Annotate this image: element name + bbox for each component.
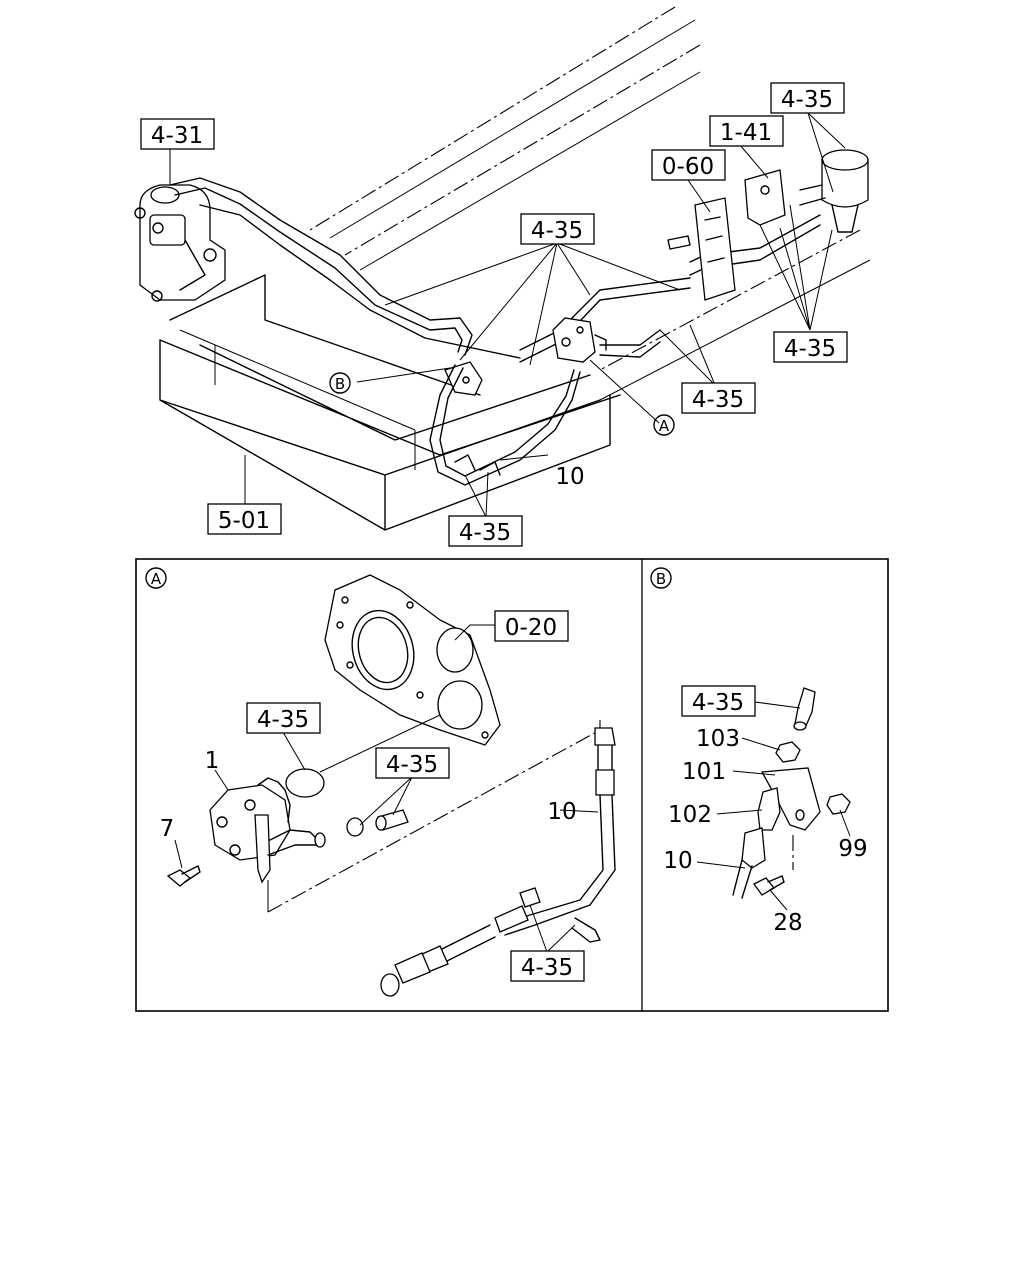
callout-4-35-lower-right: 4-35 [681, 382, 756, 414]
seal [346, 817, 364, 837]
fitting-102 [757, 787, 781, 831]
part-number-102: 102 [668, 802, 712, 828]
svg-text:B: B [656, 570, 666, 588]
part-number-28: 28 [773, 910, 802, 936]
svg-text:4-35: 4-35 [692, 387, 744, 413]
marker-b-overview: B [329, 372, 351, 394]
part-number-7: 7 [160, 816, 175, 842]
callout-1-41: 1-41 [709, 115, 784, 147]
reservoir [799, 149, 869, 233]
pump-overview [552, 317, 607, 363]
nut-99 [826, 793, 851, 815]
svg-text:A: A [151, 570, 162, 588]
bolt-7 [166, 865, 201, 887]
callout-4-35-detail-b: 4-35 [681, 685, 756, 717]
part-number-103: 103 [696, 726, 740, 752]
callout-4-35-pipes: 4-35 [520, 213, 595, 245]
bolt-28 [753, 875, 785, 896]
part-number-1: 1 [205, 748, 220, 774]
pump [209, 777, 326, 884]
svg-text:4-35: 4-35 [521, 955, 573, 981]
cover-plate [324, 574, 501, 746]
flexible-hose [429, 364, 581, 486]
callout-0-60: 0-60 [651, 149, 726, 181]
svg-text:B: B [335, 375, 345, 393]
sleeve [375, 809, 409, 831]
svg-text:4-35: 4-35 [459, 520, 511, 546]
bracket-right [667, 169, 786, 301]
part-number-10-overview: 10 [555, 464, 584, 490]
chassis-frame [159, 274, 621, 531]
callout-4-35-seals: 4-35 [375, 747, 450, 779]
callout-4-35-reservoir: 4-35 [770, 82, 845, 114]
part-number-101: 101 [682, 759, 726, 785]
marker-b-detail: B [650, 567, 672, 589]
detail-b: B [650, 567, 868, 936]
callout-4-35-hose: 4-35 [448, 515, 523, 547]
marker-a-overview: A [653, 414, 675, 436]
callout-4-35-hose-a: 4-35 [510, 950, 585, 982]
part-number-10-detail-a: 10 [547, 799, 576, 825]
o-ring [285, 768, 325, 798]
svg-text:0-60: 0-60 [662, 154, 714, 180]
hose-detail-a [380, 727, 616, 997]
callout-4-31: 4-31 [140, 118, 215, 150]
svg-text:4-35: 4-35 [781, 87, 833, 113]
part-number-10-detail-b: 10 [663, 848, 692, 874]
marker-a-detail: A [145, 567, 167, 589]
detail-a: A [145, 567, 616, 997]
svg-text:4-35: 4-35 [531, 218, 583, 244]
steering-gear [134, 184, 226, 302]
hose-end [793, 687, 816, 731]
callout-4-35-o-ring: 4-35 [246, 702, 321, 734]
svg-text:5-01: 5-01 [218, 508, 270, 534]
pressure-pipe [169, 177, 473, 356]
svg-text:4-31: 4-31 [151, 123, 203, 149]
hose-detail-b [732, 827, 766, 899]
callout-0-20: 0-20 [494, 610, 569, 642]
nut-103 [775, 741, 801, 763]
svg-text:4-35: 4-35 [386, 752, 438, 778]
overview-assembly: 4-31 4-35 1-41 0-60 4-35 4-35 4-35 5-01 [134, 6, 871, 547]
callout-5-01: 5-01 [207, 503, 282, 535]
callout-4-35-right: 4-35 [773, 331, 848, 363]
svg-text:4-35: 4-35 [692, 690, 744, 716]
svg-text:0-20: 0-20 [505, 615, 557, 641]
svg-text:A: A [659, 417, 670, 435]
svg-text:4-35: 4-35 [257, 707, 309, 733]
svg-text:1-41: 1-41 [720, 120, 772, 146]
detail-panel-frame [135, 558, 889, 1012]
svg-text:4-35: 4-35 [784, 336, 836, 362]
part-number-99: 99 [838, 836, 867, 862]
